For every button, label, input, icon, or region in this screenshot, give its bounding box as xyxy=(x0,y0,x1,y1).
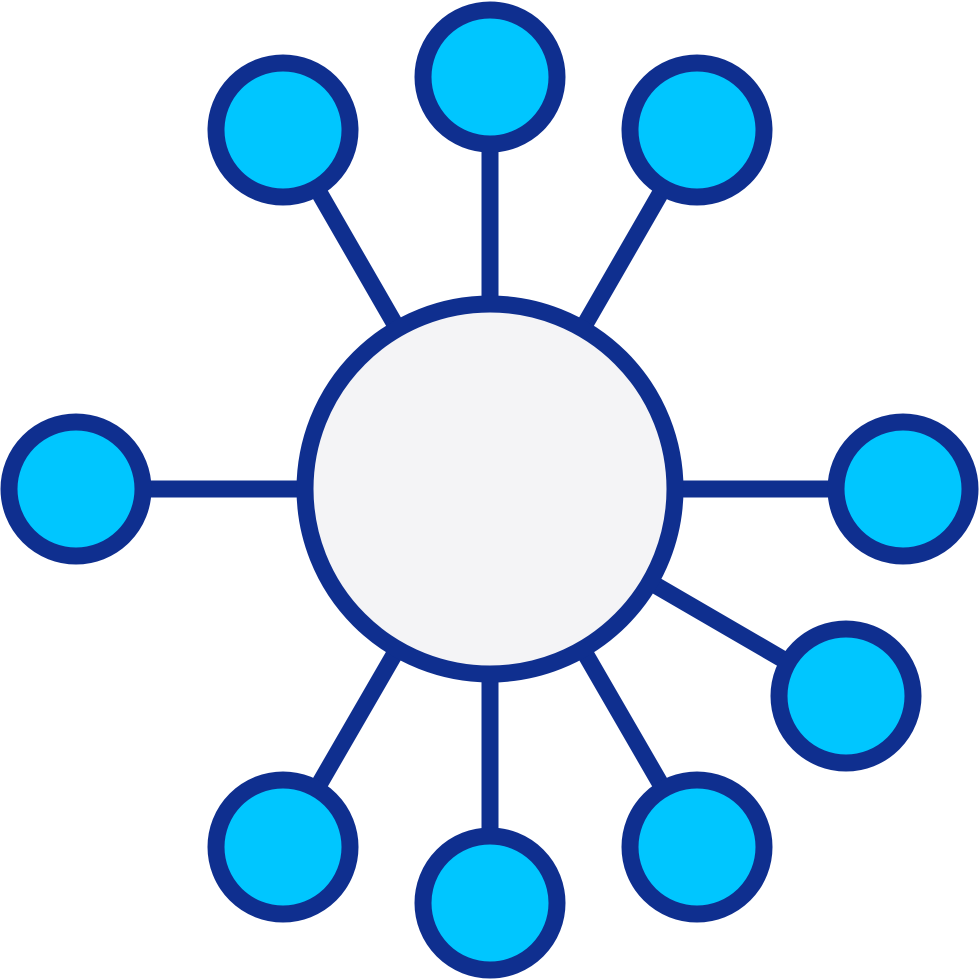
node-left xyxy=(0,413,152,565)
node-bottom-right xyxy=(621,771,773,923)
node-top xyxy=(414,1,566,153)
node-lower-right xyxy=(770,620,922,772)
spoke-lower-right xyxy=(643,573,795,671)
spokes-group xyxy=(141,142,838,838)
spoke-top-left xyxy=(308,182,406,335)
node-top-right xyxy=(621,54,773,206)
node-bottom-left xyxy=(207,771,359,923)
spoke-bottom-left xyxy=(308,643,406,795)
spoke-bottom-right xyxy=(574,643,672,795)
node-bottom xyxy=(414,827,566,979)
spoke-top-right xyxy=(574,182,672,335)
node-right xyxy=(827,413,979,565)
node-top-left xyxy=(207,54,359,206)
hub-node xyxy=(296,295,684,683)
